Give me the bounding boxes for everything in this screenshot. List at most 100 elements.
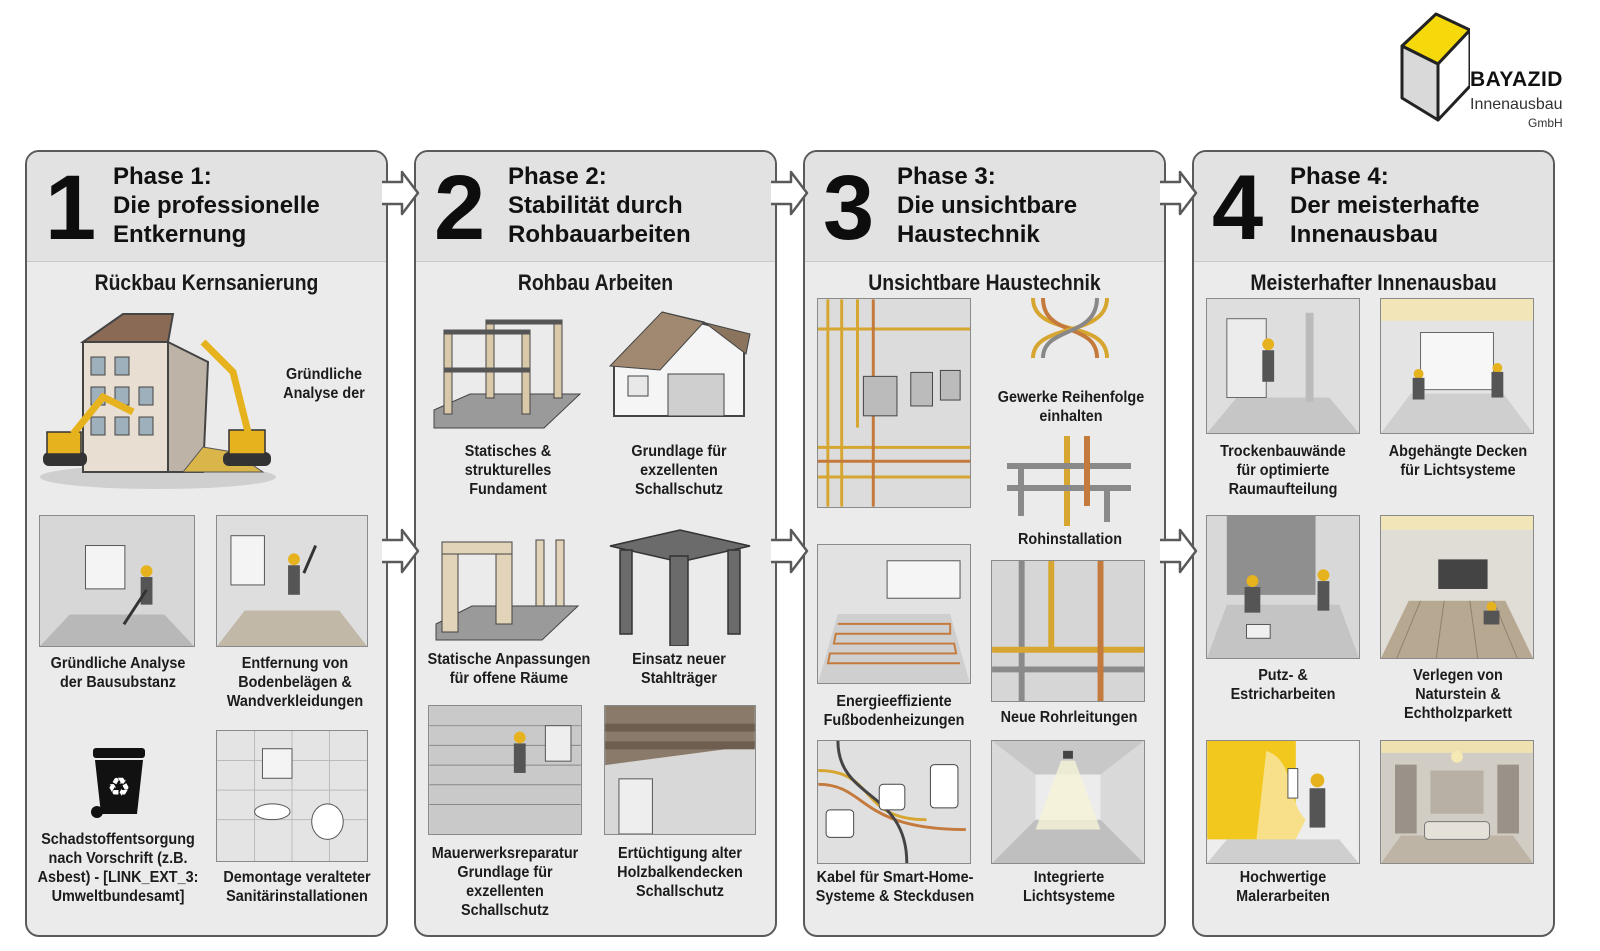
opening-structure-illustration: [432, 528, 582, 652]
flow-arrow-icon: [771, 528, 809, 574]
suspended-ceiling-image: [1380, 298, 1534, 434]
item-caption: Kabel für Smart-Home- Systeme & Steckdus…: [814, 868, 976, 906]
drywall-image: [1206, 298, 1360, 434]
frame-structure-illustration: [430, 310, 584, 438]
phase-title: Phase 2: Stabilität durch Rohbauarbeiten: [508, 162, 691, 249]
caption-line: Neue Rohrleitungen: [1000, 709, 1138, 726]
item-caption: Einsatz neuer Stahlträger: [603, 650, 756, 688]
caption-line: Integrierte: [1033, 869, 1105, 886]
caption-line: Bodenbelägen &: [238, 674, 352, 691]
phase-title-line: Die professionelle: [113, 192, 320, 219]
phase-title-line: Haustechnik: [897, 221, 1040, 248]
plaster-screed-image: [1206, 515, 1360, 659]
phase-1-header: 1 Phase 1: Die professionelle Entkernung: [27, 152, 386, 262]
item-caption: Integrierte Lichtsysteme: [992, 868, 1147, 906]
caption-line: Naturstein &: [1415, 686, 1501, 703]
item-caption: Gewerke Reihenfolge einhalten: [988, 388, 1154, 426]
caption-line: strukturelles: [464, 462, 552, 479]
logo-name: BAYAZID: [1470, 68, 1563, 91]
smart-home-cabling-image: [817, 740, 971, 864]
item-caption: Statische Anpassungen für offene Räume: [425, 650, 592, 688]
phase-subtitle: Meisterhafter Innenausbau: [1250, 270, 1497, 295]
new-pipes-image: [991, 560, 1145, 702]
caption-line: Gewerke Reihenfolge: [997, 389, 1145, 406]
caption-line: Stahlträger: [640, 670, 718, 687]
caption-line: Asbest) - [LINK_EXT_3:: [37, 869, 199, 886]
caption-line: Einsatz neuer: [632, 651, 726, 668]
flow-arrow-icon: [1160, 528, 1198, 574]
steel-beam-illustration: [606, 516, 754, 647]
caption-line: Schadstoffentsorgung: [41, 831, 195, 848]
caption-line: nach Vorschrift (z.B.: [48, 850, 188, 867]
item-caption: Mauerwerksreparatur Grundlage für exzell…: [425, 844, 585, 920]
phase-title-line: Innenausbau: [1290, 221, 1439, 248]
integrated-lighting-image: [991, 740, 1145, 864]
cube-logo-icon: [1400, 12, 1470, 122]
phase-2-header: 2 Phase 2: Stabilität durch Rohbauarbeit…: [416, 152, 775, 262]
phase-title-line: Phase 4:: [1290, 163, 1389, 190]
caption-line: Gründliche Analyse: [50, 655, 186, 672]
phase-3-header: 3 Phase 3: Die unsichtbare Haustechnik: [805, 152, 1164, 262]
floor-heating-image: [817, 544, 971, 684]
caption-line: Statische Anpassungen: [427, 651, 591, 668]
logo-legal-form: GmbH: [1528, 116, 1563, 130]
caption-line: Schallschutz: [460, 902, 550, 919]
caption-line: Demontage veralteter: [223, 869, 371, 886]
svg-text:♻: ♻: [107, 773, 130, 803]
luxury-interior-image: [1380, 740, 1534, 864]
hero-caption: Gründliche Analyse der: [266, 365, 383, 403]
phase-title-line: Der meisterhafte: [1290, 192, 1480, 219]
item-caption: Schadstoffentsorgung nach Vorschrift (z.…: [36, 830, 200, 906]
caption-line: Umweltbundesamt]: [51, 888, 185, 905]
caption-line: Putz- &: [1258, 667, 1308, 684]
phase-number: 1: [45, 157, 97, 259]
masonry-repair-image: [428, 705, 582, 835]
caption-line: Gründliche: [285, 366, 362, 383]
caption-line: für offene Räume: [449, 670, 569, 687]
item-caption: Hochwertige Malerarbeiten: [1203, 868, 1363, 906]
timber-ceiling-image: [604, 705, 756, 835]
item-caption: Putz- & Estricharbeiten: [1203, 666, 1363, 704]
phase-4-panel: 4 Phase 4: Der meisterhafte Innenausbau …: [1192, 150, 1555, 937]
phase-title-line: Phase 1:: [113, 163, 212, 190]
floor-removal-image: [216, 515, 368, 647]
item-caption: Abgehängte Decken für Lichtsysteme: [1381, 442, 1536, 480]
caption-line: Sanitärinstallationen: [226, 888, 368, 905]
caption-line: Kabel für Smart-Home-: [816, 869, 974, 886]
flow-arrow-icon: [771, 170, 809, 216]
phase-number: 2: [434, 157, 486, 259]
phase-title: Phase 1: Die professionelle Entkernung: [113, 162, 320, 249]
caption-line: Systeme & Steckdusen: [815, 888, 975, 905]
phase-2-panel: 2 Phase 2: Stabilität durch Rohbauarbeit…: [414, 150, 777, 937]
caption-line: Fundament: [469, 481, 547, 498]
item-caption: Gründliche Analyse der Bausubstanz: [36, 654, 200, 692]
caption-line: Analyse der: [283, 385, 365, 402]
item-caption: Statisches & strukturelles Fundament: [427, 442, 589, 499]
caption-line: Statisches &: [464, 443, 552, 460]
electrical-distribution-image: [817, 298, 971, 508]
phase-title-line: Entkernung: [113, 221, 247, 248]
item-caption: Demontage veralteter Sanitärinstallation…: [216, 868, 378, 906]
caption-line: Grundlage für: [631, 443, 727, 460]
item-caption: Entfernung von Bodenbelägen & Wandverkle…: [216, 654, 374, 711]
phase-title-line: Phase 2:: [508, 163, 607, 190]
caption-line: Schallschutz: [635, 883, 725, 900]
phase-title-line: Rohbauarbeiten: [508, 221, 691, 248]
caption-line: Abgehängte Decken: [1388, 443, 1528, 460]
caption-line: Estricharbeiten: [1230, 686, 1336, 703]
caption-line: Trockenbauwände: [1220, 443, 1346, 460]
phase-title-line: Stabilität durch: [508, 192, 683, 219]
caption-line: Schallschutz: [634, 481, 724, 498]
phase-title-line: Die unsichtbare: [897, 192, 1078, 219]
caption-line: Grundlage für: [457, 864, 553, 881]
logo-subtitle: Innenausbau: [1470, 96, 1563, 113]
caption-line: Rohinstallation: [1017, 531, 1123, 548]
item-caption: Rohinstallation: [994, 530, 1147, 549]
caption-line: Raumaufteilung: [1228, 481, 1338, 498]
phase-3-panel: 3 Phase 3: Die unsichtbare Haustechnik U…: [803, 150, 1166, 937]
item-caption: Neue Rohrleitungen: [992, 708, 1147, 727]
caption-line: Energieeffiziente: [836, 693, 952, 710]
caption-line: für Lichtsysteme: [1400, 462, 1516, 479]
company-logo: BAYAZID Innenausbau GmbH: [1398, 8, 1588, 130]
painting-image: [1206, 740, 1360, 864]
